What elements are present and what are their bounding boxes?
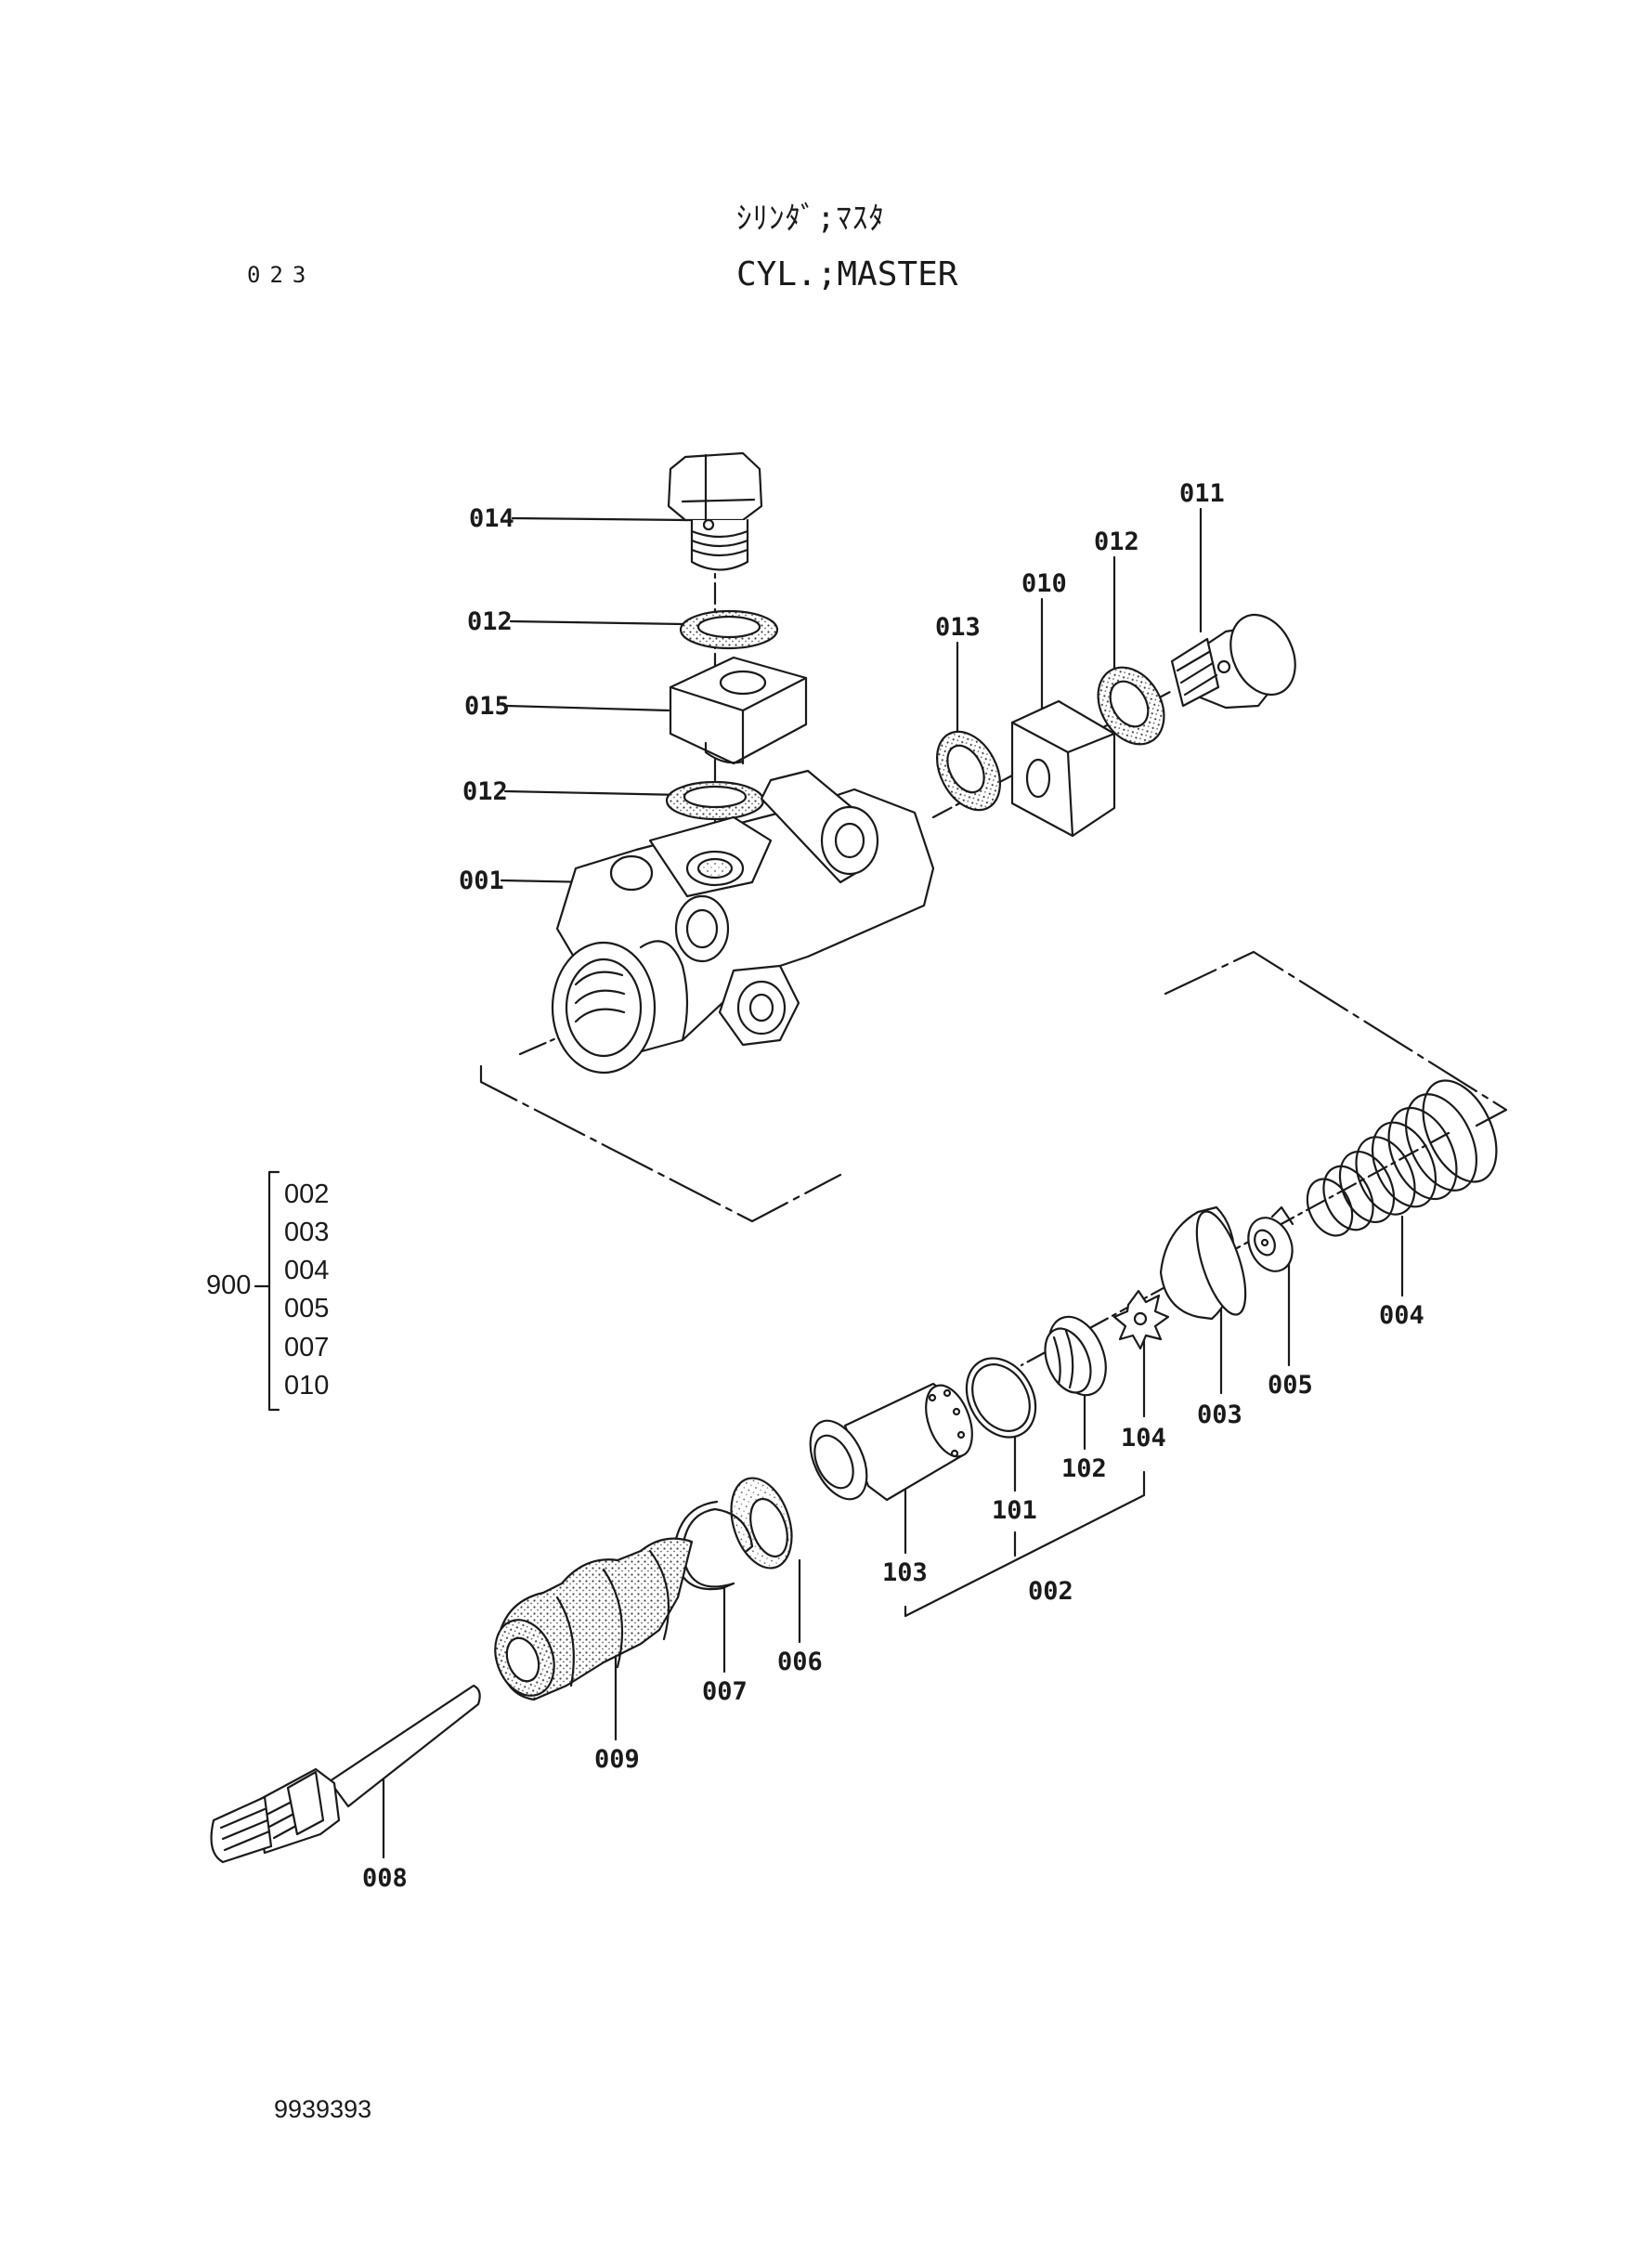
part-011-bolt-right [1170, 613, 1296, 710]
callout-011: 011 [1179, 479, 1225, 508]
callout-004: 004 [1379, 1301, 1424, 1330]
callout-104: 104 [1121, 1424, 1166, 1453]
part-004-spring [1306, 1079, 1498, 1237]
callout-015: 015 [464, 692, 510, 721]
part-101-ring [965, 1357, 1037, 1439]
part-009-boot [494, 1537, 694, 1701]
callout-014: 014 [469, 504, 514, 533]
kit-group-label: 900 [206, 1270, 252, 1300]
page-number: 023 [247, 262, 316, 288]
alignment-line-right [1164, 950, 1508, 1127]
callout-001: 001 [459, 866, 504, 895]
part-008-push-rod [210, 1684, 481, 1864]
kit-member: 003 [284, 1218, 330, 1247]
part-005-spring-seat [1247, 1205, 1294, 1272]
leader-014 [511, 516, 689, 522]
part-006-washer [730, 1477, 793, 1570]
kit-member: 010 [284, 1371, 330, 1401]
callout-010: 010 [1021, 569, 1067, 598]
part-013-washer-side [936, 730, 1001, 812]
part-001-cylinder-body [551, 769, 935, 1075]
part-003-cup [1159, 1205, 1247, 1321]
leader-012 [509, 619, 684, 626]
callout-103: 103 [882, 1558, 928, 1587]
part-104-star-washer [1112, 1289, 1170, 1350]
kit-member: 005 [284, 1294, 330, 1323]
callout-101: 101 [992, 1496, 1037, 1525]
callout-005: 005 [1268, 1371, 1313, 1400]
callout-008: 008 [362, 1864, 408, 1893]
document-number: 9939393 [274, 2095, 372, 2123]
part-014-banjo-bolt [667, 451, 763, 571]
kit-member: 007 [284, 1333, 330, 1362]
subassy-bracket-002 [904, 1470, 1146, 1618]
alignment-line-left [479, 1064, 842, 1223]
callout-007: 007 [702, 1677, 748, 1706]
leader-015 [505, 704, 670, 712]
part-012-washer-right [1097, 666, 1165, 746]
callout-102: 102 [1061, 1454, 1107, 1483]
part-015-banjo-block [669, 656, 808, 765]
part-102-cup-seal [1044, 1315, 1107, 1397]
part-010-block [1010, 699, 1116, 838]
part-103-piston [809, 1382, 973, 1502]
callout-012: 012 [1094, 528, 1139, 556]
part-012-washer-lower [665, 780, 765, 821]
callout-013: 013 [935, 613, 981, 642]
callout-012: 012 [462, 777, 508, 806]
title-japanese: ｼﾘﾝﾀﾞ;ﾏｽﾀ [736, 200, 885, 236]
callout-012: 012 [467, 607, 513, 636]
kit-member: 002 [284, 1179, 330, 1209]
leader-012b [503, 789, 684, 797]
callout-003: 003 [1197, 1401, 1242, 1429]
callout-006: 006 [777, 1648, 823, 1676]
callout-009: 009 [594, 1745, 640, 1774]
kit-member: 004 [284, 1256, 330, 1285]
kit-bracket [267, 1170, 280, 1412]
callout-002: 002 [1028, 1577, 1073, 1606]
title-english: CYL.;MASTER [736, 255, 958, 293]
part-012-washer-top [679, 609, 779, 650]
